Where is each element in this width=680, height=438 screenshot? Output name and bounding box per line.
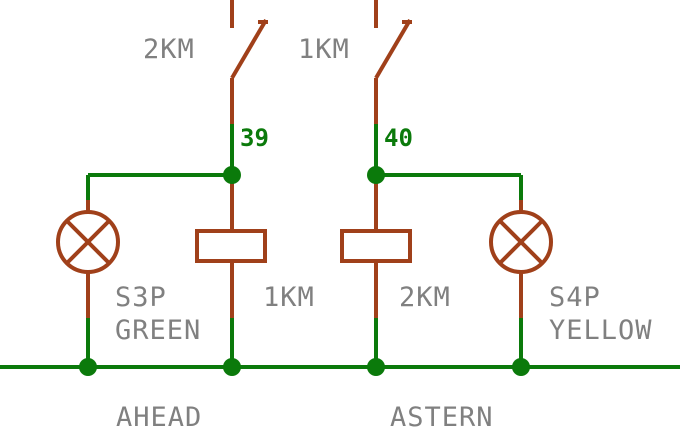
coil-1km [195, 175, 267, 318]
net-label-40: 40 [384, 124, 413, 152]
contact-label-left: 2KM [143, 34, 195, 65]
contact-label-right: 1KM [298, 34, 350, 65]
lamp-color-right: YELLOW [549, 315, 653, 346]
junction-dot [367, 358, 385, 376]
coil-label-right: 2KM [399, 282, 451, 313]
lamp-s3p-icon [56, 200, 120, 318]
lamp-s4p-icon [489, 200, 553, 318]
contact-1km [374, 0, 412, 124]
circuit-label-ahead: AHEAD [116, 402, 202, 433]
wire-left-branch [86, 124, 234, 202]
junction-dot [512, 358, 530, 376]
lamp-color-left: GREEN [115, 315, 201, 346]
circuit-label-astern: ASTERN [390, 402, 494, 433]
lamp-ref-right: S4P [549, 282, 601, 313]
coil-label-left: 1KM [263, 282, 315, 313]
coil-2km [340, 175, 412, 318]
junction-dot [367, 166, 385, 184]
net-label-39: 39 [240, 124, 269, 152]
junction-dot [223, 358, 241, 376]
contact-2km [230, 0, 268, 124]
junction-dot [223, 166, 241, 184]
junction-dot [79, 358, 97, 376]
lamp-ref-left: S3P [115, 282, 167, 313]
